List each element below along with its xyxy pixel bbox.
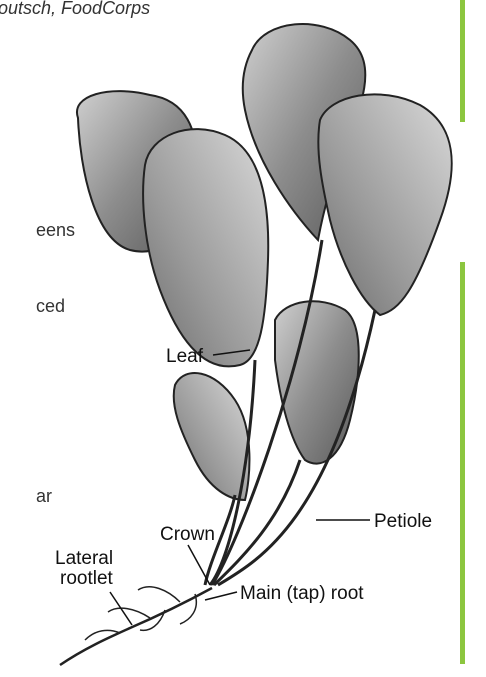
main-root xyxy=(60,588,212,665)
label-lateral-rootlet: Lateral xyxy=(55,548,113,569)
leader-line-crown xyxy=(188,545,210,585)
rootlet xyxy=(138,587,180,602)
label-leaf: Leaf xyxy=(166,346,204,367)
label-lateral-rootlet: rootlet xyxy=(60,568,114,589)
rootlet xyxy=(108,608,150,618)
leader-line-main-root xyxy=(205,592,237,600)
leaf-lower xyxy=(174,373,250,500)
label-petiole: Petiole xyxy=(374,511,432,532)
label-crown: Crown xyxy=(160,524,215,545)
leaf-right xyxy=(318,94,451,315)
leaf-front-left xyxy=(143,129,268,366)
label-main-root: Main (tap) root xyxy=(240,583,364,604)
leaf-middle xyxy=(275,301,359,463)
